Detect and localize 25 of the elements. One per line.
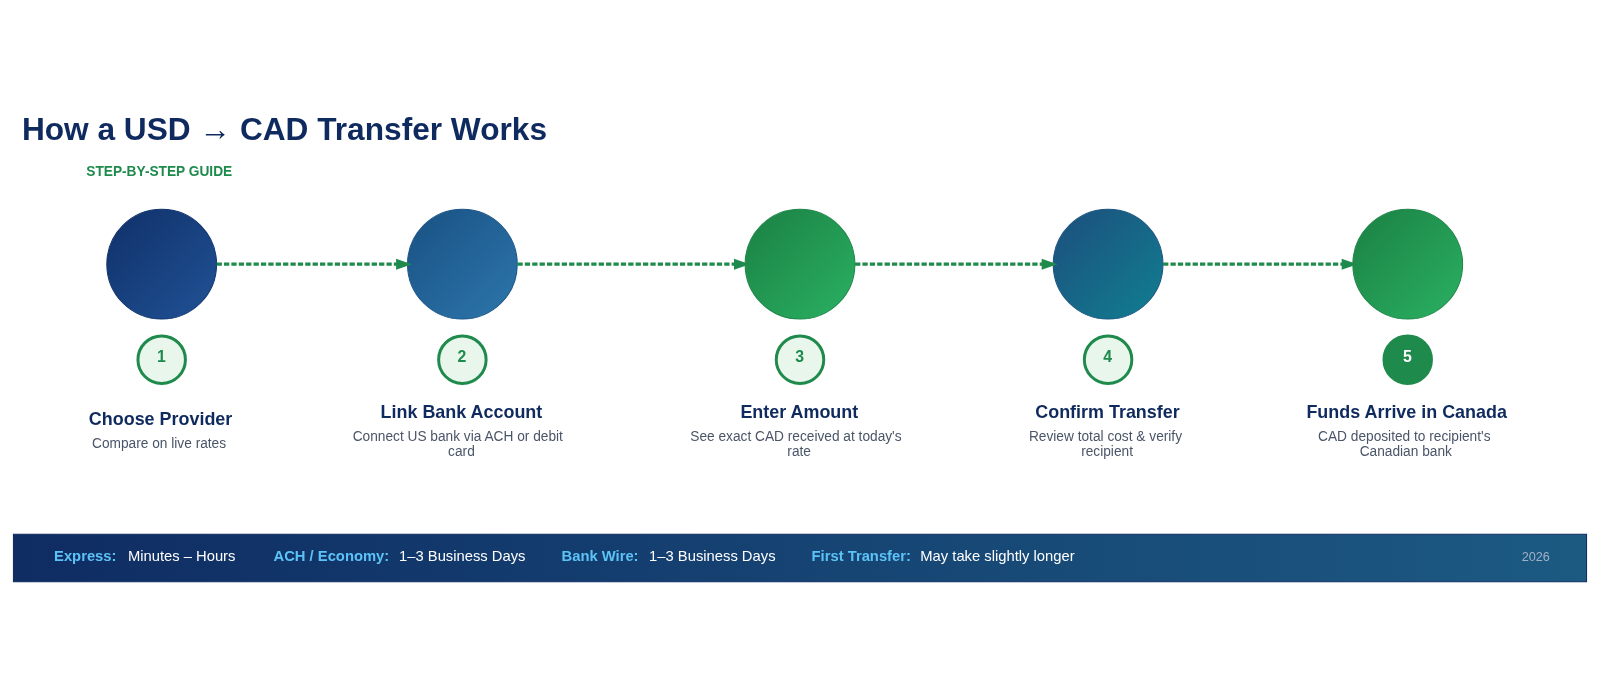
node-label: Funds Arrive in Canada: [1306, 401, 1507, 422]
node-box: Express: Minutes – Hours ACH / Economy: 1–3 Business Days Bank Wire: 1–3 Business Days First Transfer: May take slightly longer 2026: [12, 533, 1588, 583]
node-circle: 5: [1382, 334, 1433, 385]
arrow: [216, 258, 412, 270]
node-circle: 2: [437, 334, 488, 385]
arrow: [855, 258, 1058, 270]
node-circle: 4: [1082, 334, 1134, 385]
node-circle: [106, 208, 218, 320]
node-circle: [744, 208, 856, 320]
diagram-title: How a USD → CAD Transfer Works: [21, 110, 548, 147]
node-circle: 3: [774, 334, 826, 385]
node-circle: 1: [136, 334, 187, 385]
node-label: Connect US bank via ACH or debit card: [352, 428, 563, 459]
node-circle: [1052, 208, 1164, 320]
node-label: Enter Amount: [740, 401, 859, 422]
node-label: Choose Provider: [88, 409, 233, 430]
node-circle: [1352, 208, 1464, 320]
node-label: Compare on live rates: [92, 436, 227, 452]
node-label: Link Bank Account: [380, 401, 543, 422]
node-circle: [407, 208, 518, 320]
node-label: See exact CAD received at today's rate: [690, 428, 902, 459]
label: STEP-BY-STEP GUIDE: [86, 164, 233, 179]
node-label: CAD deposited to recipient's Canadian bank: [1318, 428, 1491, 459]
node-label: Review total cost & verify recipient: [1028, 428, 1183, 459]
node-label: Confirm Transfer: [1035, 401, 1180, 422]
